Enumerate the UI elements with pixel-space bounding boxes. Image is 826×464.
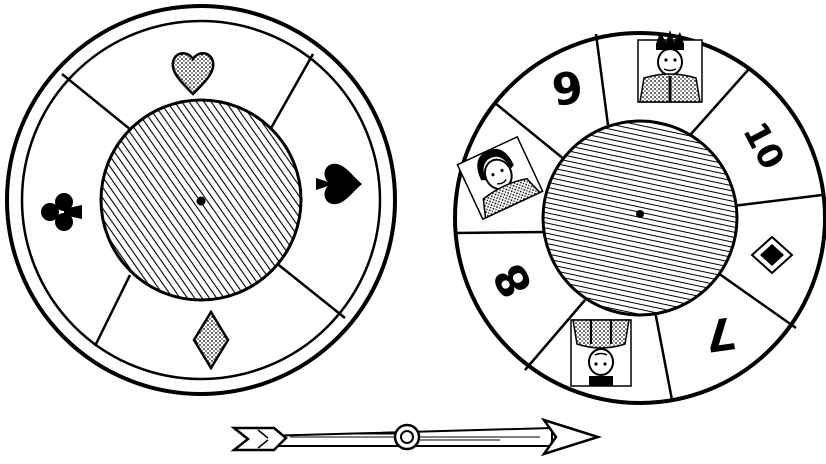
- jack-card-icon: [571, 320, 631, 386]
- right-wheel: 9 10 7 8: [455, 30, 825, 403]
- right-wheel-pivot: [636, 210, 644, 218]
- arrow-icon: [234, 420, 598, 454]
- left-wheel: [7, 6, 395, 394]
- left-wheel-pivot: [197, 197, 206, 206]
- king-card-icon: [638, 30, 702, 102]
